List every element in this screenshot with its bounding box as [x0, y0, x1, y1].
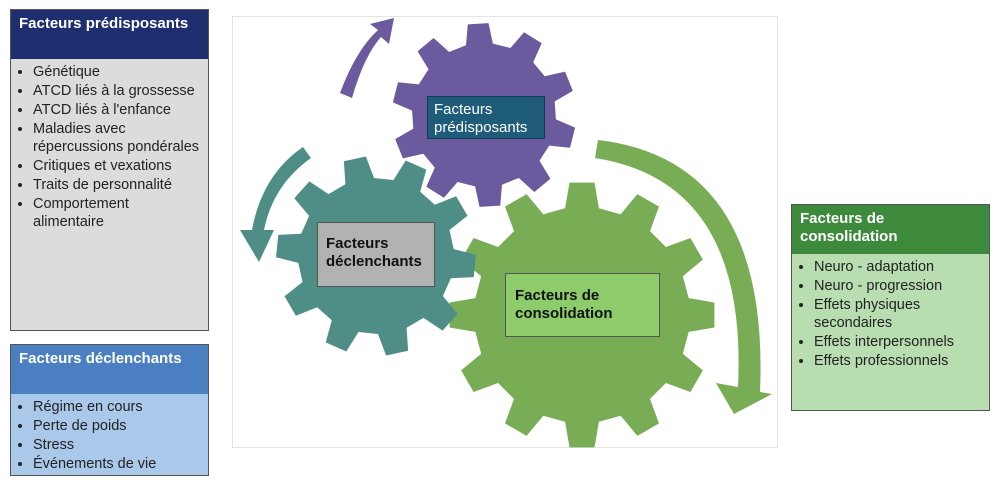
triggering-factors-list: Régime en cours Perte de poids Stress Év… [11, 394, 208, 478]
predisposing-factors-list: Génétique ATCD liés à la grossesse ATCD … [11, 59, 208, 236]
triggering-gear-label: Facteurs déclenchants [317, 222, 435, 287]
list-item: Génétique [33, 63, 202, 81]
triggering-factors-box: Facteurs déclenchants Régime en cours Pe… [10, 344, 209, 476]
arrow-arc-right [595, 140, 772, 414]
arrow-arc-top [340, 18, 394, 98]
list-item: Régime en cours [33, 398, 202, 416]
list-item: Maladies avec répercussions pondérales [33, 120, 202, 156]
triggering-factors-title: Facteurs déclenchants [11, 345, 208, 394]
list-item: ATCD liés à la grossesse [33, 82, 202, 100]
list-item: Critiques et vexations [33, 157, 202, 175]
list-item: Effets professionnels [814, 352, 983, 370]
consolidating-factors-box: Facteurs de consolidation Neuro - adapta… [791, 204, 990, 411]
predisposing-factors-box: Facteurs prédisposants Génétique ATCD li… [10, 9, 209, 331]
list-item: Neuro - progression [814, 277, 983, 295]
list-item: Effets interpersonnels [814, 333, 983, 351]
list-item: Effets physiques secondaires [814, 296, 983, 332]
list-item: Traits de personnalité [33, 176, 202, 194]
list-item: Stress [33, 436, 202, 454]
list-item: Neuro - adaptation [814, 258, 983, 276]
consolidating-factors-title: Facteurs de consolidation [792, 205, 989, 254]
consolidating-factors-list: Neuro - adaptation Neuro - progression E… [792, 254, 989, 375]
arrow-arc-left [240, 147, 311, 262]
predisposing-factors-title: Facteurs prédisposants [11, 10, 208, 59]
list-item: Perte de poids [33, 417, 202, 435]
list-item: Comportement alimentaire [33, 195, 202, 231]
list-item: ATCD liés à l'enfance [33, 101, 202, 119]
predisposing-gear-label: Facteurs prédisposants [427, 96, 545, 139]
list-item: Événements de vie [33, 455, 202, 473]
consolidating-gear-label: Facteurs de consolidation [505, 273, 660, 337]
